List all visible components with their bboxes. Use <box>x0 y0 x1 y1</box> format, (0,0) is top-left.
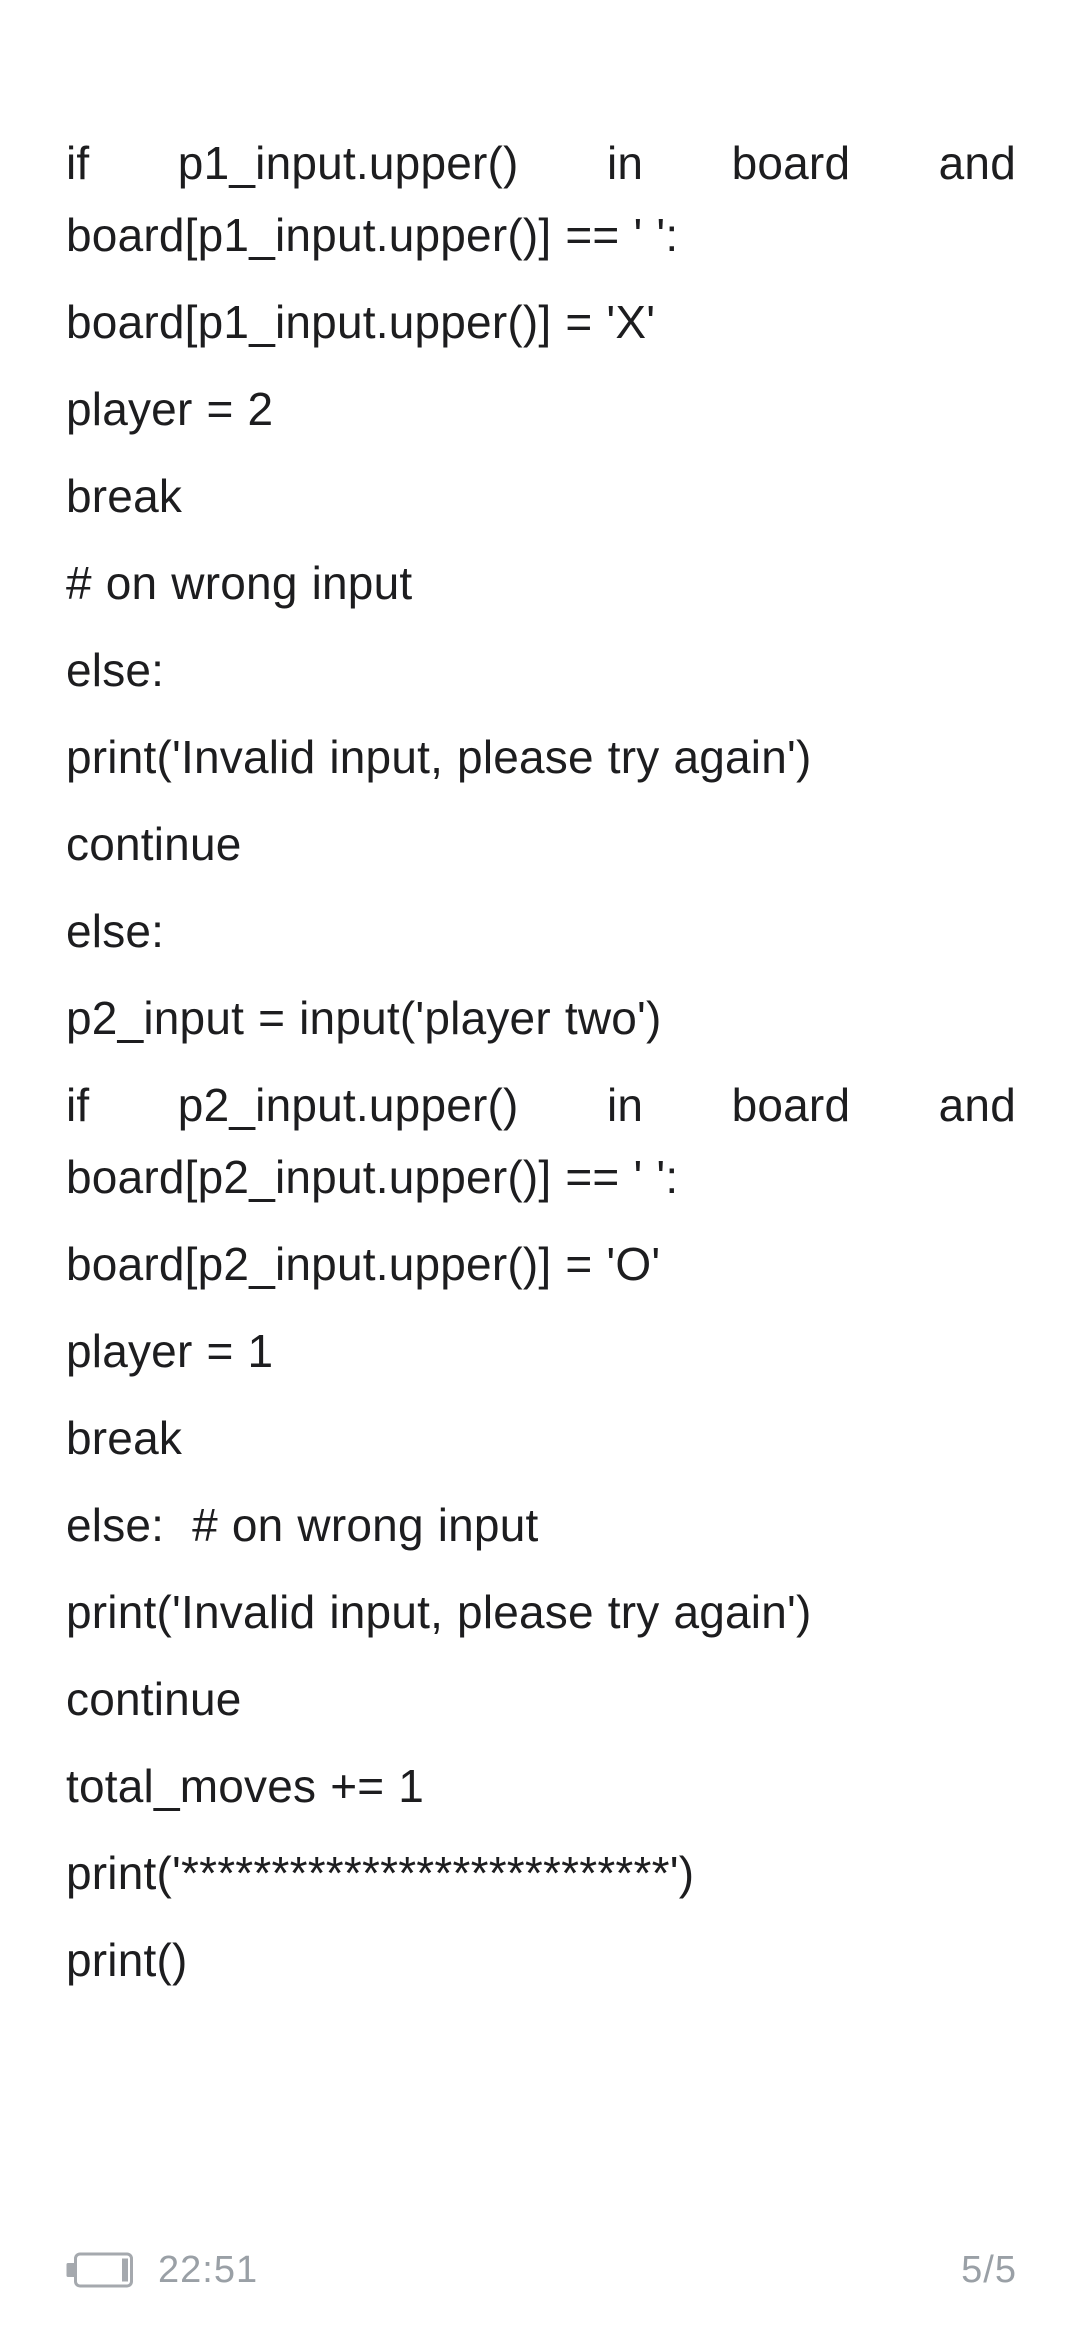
code-line: print('Invalid input, please try again') <box>66 731 812 783</box>
code-line: continue <box>66 818 242 870</box>
code-line: print() <box>66 1934 188 1986</box>
reader-status-bar: 22:51 5/5 <box>66 2248 1017 2292</box>
code-line: if p1_input.upper() in board and board[p… <box>66 137 1016 261</box>
code-line: break <box>66 470 183 522</box>
code-line: continue <box>66 1673 242 1725</box>
code-line: # on wrong input <box>66 557 413 609</box>
code-line: board[p1_input.upper()] = 'X' <box>66 296 656 348</box>
page-indicator: 5/5 <box>961 2248 1017 2291</box>
code-line: player = 2 <box>66 383 274 435</box>
reading-surface[interactable]: if p1_input.upper() in board and board[p… <box>66 127 1016 2011</box>
clock-time: 22:51 <box>158 2248 259 2291</box>
code-line: if p2_input.upper() in board and board[p… <box>66 1079 1016 1203</box>
code-line: else: <box>66 905 165 957</box>
battery-low-icon <box>66 2252 133 2288</box>
code-line: player = 1 <box>66 1325 274 1377</box>
code-line: board[p2_input.upper()] = 'O' <box>66 1238 661 1290</box>
code-line: else: <box>66 644 165 696</box>
code-line: else: # on wrong input <box>66 1499 539 1551</box>
code-line: print('Invalid input, please try again') <box>66 1586 812 1638</box>
code-line: print('***************************') <box>66 1847 695 1899</box>
code-line: p2_input = input('player two') <box>66 992 662 1044</box>
code-line: break <box>66 1412 183 1464</box>
code-line: total_moves += 1 <box>66 1760 425 1812</box>
